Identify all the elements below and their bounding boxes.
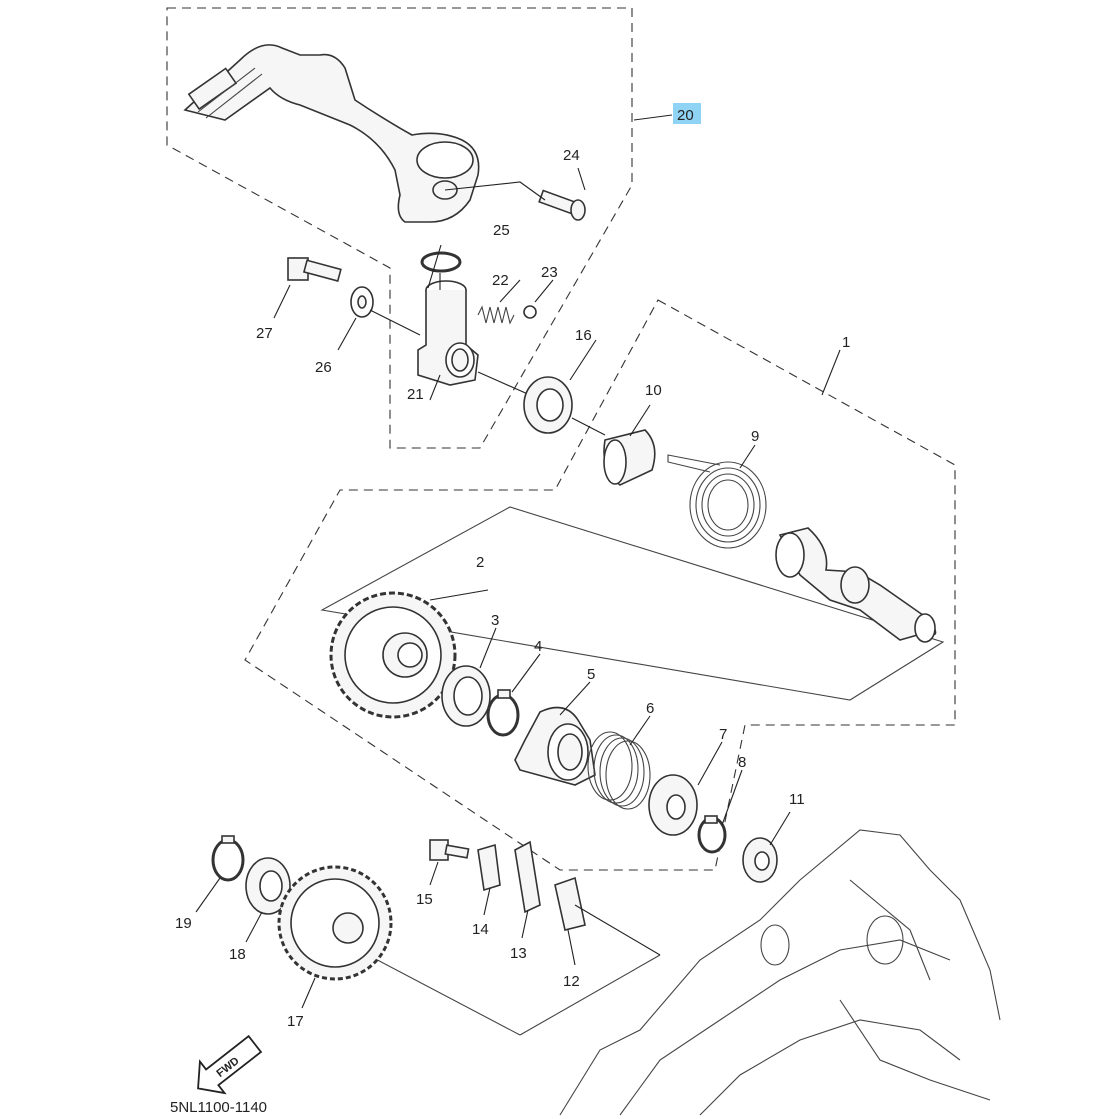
callout-25: 25 — [493, 222, 510, 239]
callout-8: 8 — [738, 754, 746, 771]
circlip-8 — [697, 815, 727, 854]
fwd-arrow-icon: FWD — [197, 1034, 263, 1095]
leader-7 — [697, 741, 723, 786]
callout-15: 15 — [416, 891, 433, 908]
callout-2: 2 — [476, 554, 484, 571]
callout-19: 19 — [175, 915, 192, 932]
spring-6 — [587, 731, 651, 810]
leader-bolt-24 — [444, 181, 546, 201]
callout-18: 18 — [229, 946, 246, 963]
callout-22: 22 — [492, 272, 509, 289]
callout-23: 23 — [541, 264, 558, 281]
crankcase-sketch — [559, 829, 1001, 1116]
callout-16: 16 — [575, 327, 592, 344]
callout-11: 11 — [789, 791, 805, 808]
callout-3: 3 — [491, 612, 499, 629]
o-ring-25 — [420, 251, 462, 273]
idle-gear-17 — [277, 865, 393, 981]
leader-5 — [559, 681, 591, 716]
frame-edge — [519, 954, 661, 1036]
leader-17 — [301, 977, 316, 1009]
diagram-code: 5NL1100-1140 — [170, 1099, 267, 1116]
leader-23 — [534, 279, 554, 303]
bolt-27 — [287, 257, 342, 282]
callout-1: 1 — [842, 334, 850, 351]
bolt-15 — [429, 839, 470, 861]
collar-10 — [603, 429, 656, 486]
leader-24 — [577, 167, 586, 191]
axis-line-mid — [477, 371, 531, 396]
circlip-19 — [211, 835, 245, 882]
ratchet-wheel-5 — [514, 706, 596, 786]
leader-16 — [569, 339, 597, 381]
kick-axle-group-outline — [244, 299, 956, 871]
axis-line-bottom — [574, 904, 661, 956]
leader-2 — [429, 589, 489, 601]
callout-4: 4 — [534, 638, 542, 655]
axis-line-upper — [369, 309, 421, 336]
callout-17: 17 — [287, 1013, 304, 1030]
washer-3 — [441, 665, 491, 727]
leader-22 — [499, 279, 521, 303]
axis-line-seal — [571, 417, 606, 436]
callout-9: 9 — [751, 428, 759, 445]
leader-8 — [721, 769, 743, 826]
callout-10: 10 — [645, 382, 662, 399]
leader-1 — [821, 349, 841, 396]
leader-26 — [337, 317, 357, 351]
plate-13 — [514, 840, 541, 914]
oil-seal-16 — [523, 376, 573, 434]
guide-12 — [554, 876, 586, 931]
washer-11 — [742, 837, 778, 883]
torsion-spring-9 — [667, 454, 767, 549]
leader-3 — [479, 627, 497, 669]
leader-18 — [245, 911, 263, 943]
circlip-4 — [486, 689, 520, 737]
callout-5: 5 — [587, 666, 595, 683]
washer-26-hole — [357, 295, 367, 309]
leader-14 — [483, 887, 491, 916]
kick-axle-1 — [775, 527, 937, 643]
leader-25 — [427, 244, 442, 289]
callout-12: 12 — [563, 973, 580, 990]
leader-9 — [739, 444, 756, 469]
bolt-24 — [538, 189, 586, 221]
leader-19 — [195, 877, 221, 913]
leader-10 — [629, 404, 651, 437]
kick-boss-21 — [417, 280, 479, 386]
callout-6: 6 — [646, 700, 654, 717]
callout-7: 7 — [719, 726, 727, 743]
leader-6 — [629, 715, 651, 746]
leader-15 — [429, 861, 439, 886]
callout-13: 13 — [510, 945, 527, 962]
washer-7 — [648, 774, 698, 836]
leader-13 — [521, 909, 529, 939]
leader-11 — [769, 811, 791, 846]
callout-20: 20 — [677, 107, 694, 124]
leader-20 — [633, 114, 673, 121]
leader-12 — [567, 929, 576, 966]
gear-2 — [329, 591, 457, 719]
kick-lever-group-outline — [166, 7, 633, 449]
highlight-box-20 — [673, 103, 701, 124]
ball-23 — [523, 305, 537, 319]
gear-assembly-frame — [320, 506, 945, 701]
kick-lever — [183, 44, 480, 223]
spring-22 — [477, 305, 515, 325]
washer-18 — [245, 857, 291, 915]
leader-21 — [429, 374, 441, 401]
leader-27 — [273, 284, 291, 319]
leader-4 — [511, 653, 541, 693]
callout-27: 27 — [256, 325, 273, 342]
plate-14 — [477, 843, 501, 892]
callout-21: 21 — [407, 386, 424, 403]
callout-26: 26 — [315, 359, 332, 376]
callout-24: 24 — [563, 147, 580, 164]
callout-14: 14 — [472, 921, 489, 938]
